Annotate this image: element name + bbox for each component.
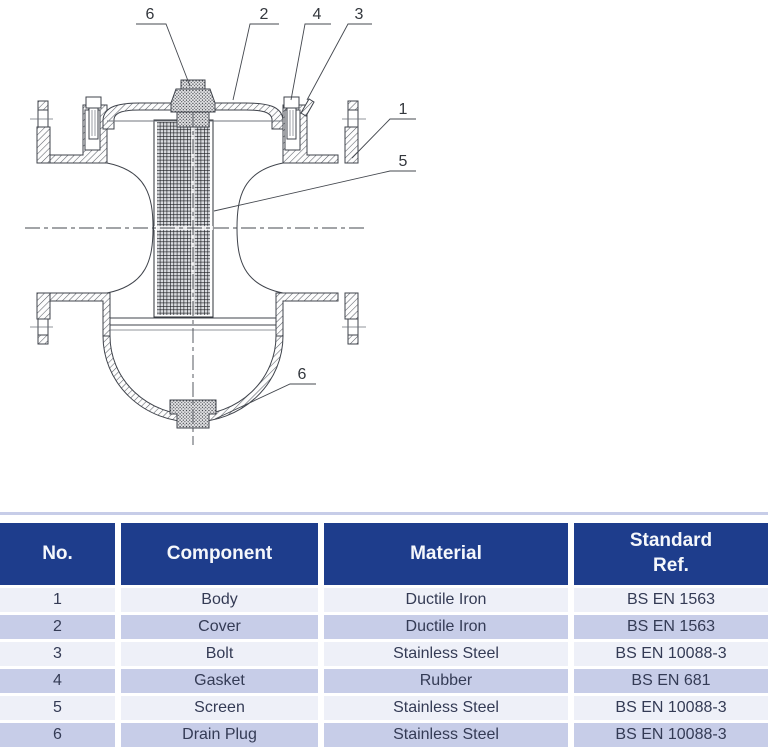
cell-material: Stainless Steel — [324, 723, 568, 747]
callout-gasket: 4 — [313, 6, 322, 23]
col-header-material: Material — [324, 523, 568, 585]
callout-body: 1 — [399, 101, 408, 118]
callout-cover: 2 — [260, 6, 269, 23]
cell-no: 4 — [0, 669, 115, 693]
flange-bolt-ticks — [30, 118, 366, 328]
leader-lines — [136, 23, 416, 420]
cell-no: 6 — [0, 723, 115, 747]
col-header-no: No. — [0, 523, 115, 585]
cell-no: 1 — [0, 588, 115, 612]
cell-component: Body — [121, 588, 318, 612]
cell-standard-ref: BS EN 10088-3 — [574, 642, 768, 666]
cell-component: Drain Plug — [121, 723, 318, 747]
materials-table: No. Component Material Standard Ref. 1 B… — [0, 523, 768, 747]
strainer-cross-section-diagram: 6 2 4 3 1 5 6 — [0, 0, 445, 465]
cell-component: Cover — [121, 615, 318, 639]
callout-top-plug: 6 — [146, 6, 155, 23]
centerlines — [25, 112, 368, 445]
col-header-component: Component — [121, 523, 318, 585]
cell-material: Ductile Iron — [324, 588, 568, 612]
callout-bolt: 3 — [355, 6, 364, 23]
cell-standard-ref: BS EN 1563 — [574, 615, 768, 639]
cell-standard-ref: BS EN 1563 — [574, 588, 768, 612]
cell-component: Bolt — [121, 642, 318, 666]
cell-standard-ref: BS EN 10088-3 — [574, 723, 768, 747]
col-header-standard-ref: Standard Ref. — [574, 523, 768, 585]
cell-component: Screen — [121, 696, 318, 720]
cell-material: Rubber — [324, 669, 568, 693]
callout-screen: 5 — [399, 153, 408, 170]
cell-no: 5 — [0, 696, 115, 720]
cell-no: 2 — [0, 615, 115, 639]
callout-drain-plug: 6 — [298, 366, 307, 383]
gasket-clamp — [300, 98, 315, 117]
cell-material: Ductile Iron — [324, 615, 568, 639]
strainer-section-drawing: 6 2 4 3 1 5 6 — [25, 6, 416, 445]
table-top-divider — [0, 512, 768, 515]
sump-bowl — [102, 335, 284, 423]
bolt-left — [84, 96, 102, 151]
screen-element — [153, 119, 214, 318]
cell-no: 3 — [0, 642, 115, 666]
cell-material: Stainless Steel — [324, 696, 568, 720]
cell-component: Gasket — [121, 669, 318, 693]
bolt-right — [283, 96, 301, 151]
cell-standard-ref: BS EN 10088-3 — [574, 696, 768, 720]
cell-standard-ref: BS EN 681 — [574, 669, 768, 693]
cell-material: Stainless Steel — [324, 642, 568, 666]
